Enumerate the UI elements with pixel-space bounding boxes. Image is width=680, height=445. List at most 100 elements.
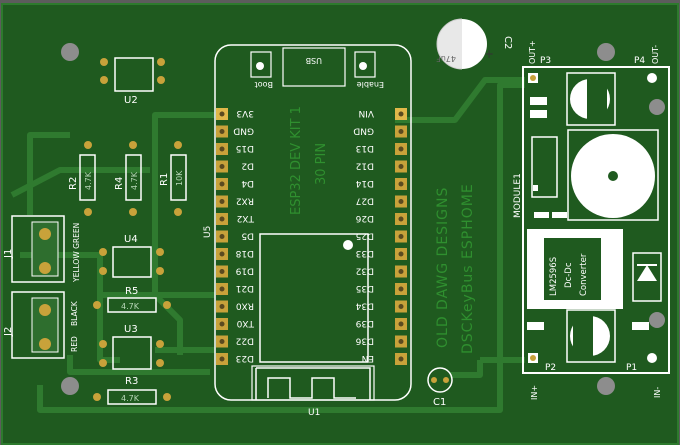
esp32-right-pin-hole-d13 [398, 146, 404, 152]
esp32-left-pin-hole-tx2 [219, 216, 225, 222]
u4-label: U4 [124, 234, 138, 245]
brand-line-2: DSCKeyBus ESPHOME [460, 183, 476, 354]
esp32-right-pin-hole-d27 [398, 199, 404, 204]
out-minus-label: OUT- [651, 45, 660, 64]
p2-label: P2 [545, 363, 556, 373]
esp32-left-pin-label-d19: D19 [235, 266, 254, 276]
esp32-left-pin-hole-d5 [219, 234, 225, 239]
r4-label: R4 [114, 177, 125, 190]
esp32-right-pin-label-d32: D32 [356, 266, 374, 276]
p1-label: P1 [626, 363, 637, 373]
c1-capacitor: C1 [427, 367, 453, 408]
r4-component: R4 4.7K [114, 141, 142, 216]
c2-label: C2 [502, 36, 513, 49]
silkscreen-branding: OLD DAWG DESIGNS DSCKeyBus ESPHOME [435, 183, 476, 354]
esp32-left-pin-hole-d21 [219, 286, 225, 292]
esp32-right-pin-hole-d25 [398, 234, 404, 239]
esp32-left-pin-label-3v3: 3V3 [236, 108, 254, 118]
c1-label: C1 [433, 397, 446, 408]
esp32-left-pin-label-gnd: GND [233, 126, 254, 136]
esp32-left-pin-hole-d23 [219, 356, 225, 362]
esp32-left-pin-hole-d22 [219, 339, 225, 344]
c2-value: 47uF [436, 54, 456, 63]
r3-label: R3 [125, 376, 138, 387]
esp32-usb-label: USB [306, 56, 322, 65]
esp32-left-pin-label-tx0: TX0 [236, 318, 255, 328]
esp32-right-pin-hole-en [398, 356, 404, 362]
esp32-right-pin-label-d13: D13 [356, 143, 374, 153]
esp32-right-pin-hole-d33 [398, 251, 404, 257]
r2-label: R2 [68, 177, 79, 190]
esp32-right-pin-label-d33: D33 [356, 248, 374, 258]
esp32-right-pin-label-en: EN [362, 353, 374, 363]
esp32-right-pin-label-d12: D12 [356, 161, 374, 171]
j2-connector: J2 BLACK RED [3, 291, 79, 359]
esp32-right-pin-hole-d35 [398, 286, 404, 292]
esp32-right-pin-label-d27: D27 [356, 196, 374, 206]
esp32-right-pin-label-d26: D26 [355, 213, 374, 223]
esp32-left-pin-label-d18: D18 [235, 248, 254, 258]
esp32-name: ESP32 DEV KIT 1 [289, 106, 304, 215]
esp32-left-pin-label-d5: D5 [241, 231, 254, 241]
esp32-right-pin-hole-d36 [398, 339, 404, 344]
esp32-right-pin-label-d35: D35 [356, 283, 374, 293]
r5-label: R5 [125, 286, 138, 297]
j2-label: J2 [3, 327, 14, 337]
mounting-holes [61, 43, 665, 395]
esp32-left-pin-hole-tx0 [219, 321, 225, 327]
esp32-right-pin-header: VINGNDD13D12D14D27D26D25D33D32D35D34D39D… [353, 108, 407, 365]
r3-component: R3 4.7K [93, 376, 171, 405]
r1-value: 10K [175, 170, 184, 186]
board-substrate [1, 3, 679, 445]
u2-component: U2 [100, 57, 165, 106]
wire-red: RED [70, 336, 79, 352]
esp32-right-pin-hole-d32 [398, 269, 404, 274]
r1-label: R1 [159, 173, 170, 186]
esp32-left-pin-label-rx2: RX2 [236, 196, 254, 206]
j1-label: J1 [3, 249, 14, 259]
esp32-left-pin-label-d21: D21 [236, 283, 254, 293]
esp32-right-pin-hole-d14 [398, 181, 404, 187]
r1-component: R1 10K [159, 141, 187, 216]
u1-label: U1 [308, 408, 320, 418]
esp32-left-pin-hole-rx0 [219, 304, 225, 309]
j1-connector: J1 YELLOW GREEN [3, 215, 81, 283]
esp32-right-pin-label-d14: D14 [355, 178, 374, 188]
u5-label: U5 [203, 226, 213, 238]
p4-label: P4 [634, 56, 645, 66]
esp32-left-pin-hole-rx2 [219, 199, 225, 204]
r4-value: 4.7K [130, 171, 139, 190]
r5-value: 4.7K [121, 302, 140, 311]
out-plus-label: OUT+ [528, 40, 537, 64]
reg-text-3: Converter [579, 253, 589, 296]
esp32-left-pin-label-tx2: TX2 [237, 213, 255, 223]
esp32-enable-label: Enable [357, 80, 384, 89]
reg-text-2: Dc-Dc [564, 262, 574, 288]
wire-black: BLACK [70, 300, 79, 326]
brand-line-1: OLD DAWG DESIGNS [435, 187, 451, 348]
esp32-right-pin-label-gnd: GND [353, 126, 374, 136]
c2-plus: + [484, 47, 494, 61]
esp32-module: USB Boot Enable ESP32 DEV KIT 1 30 PIN U… [203, 44, 412, 418]
esp32-left-pin-hole-gnd [219, 129, 225, 134]
r2-component: R2 4.7K [68, 141, 96, 216]
u2-label: U2 [124, 95, 138, 106]
esp32-right-pin-hole-d34 [398, 304, 404, 309]
esp32-pin-count: 30 PIN [314, 143, 329, 185]
esp32-left-pin-label-d2: D2 [241, 161, 254, 171]
esp32-left-pin-hole-d19 [219, 269, 225, 274]
u3-label: U3 [124, 324, 138, 335]
buck-converter-module: MODULE1 P3 P4 P2 P1 OUT+ OUT- IN+ IN- LM… [513, 40, 670, 400]
reg-text-1: LM2596S [549, 257, 559, 296]
copper-traces [10, 77, 525, 413]
esp32-left-pin-hole-d15 [219, 146, 225, 152]
module1-label: MODULE1 [513, 173, 523, 218]
u4-component: U4 [99, 234, 164, 278]
in-minus-label: IN- [653, 387, 662, 398]
r3-value: 4.7K [121, 394, 140, 403]
esp32-right-pin-label-d25: D25 [356, 231, 374, 241]
esp32-left-pin-hole-d2 [219, 164, 225, 169]
esp32-right-pin-hole-gnd [398, 129, 404, 134]
in-plus-label: IN+ [530, 385, 539, 400]
